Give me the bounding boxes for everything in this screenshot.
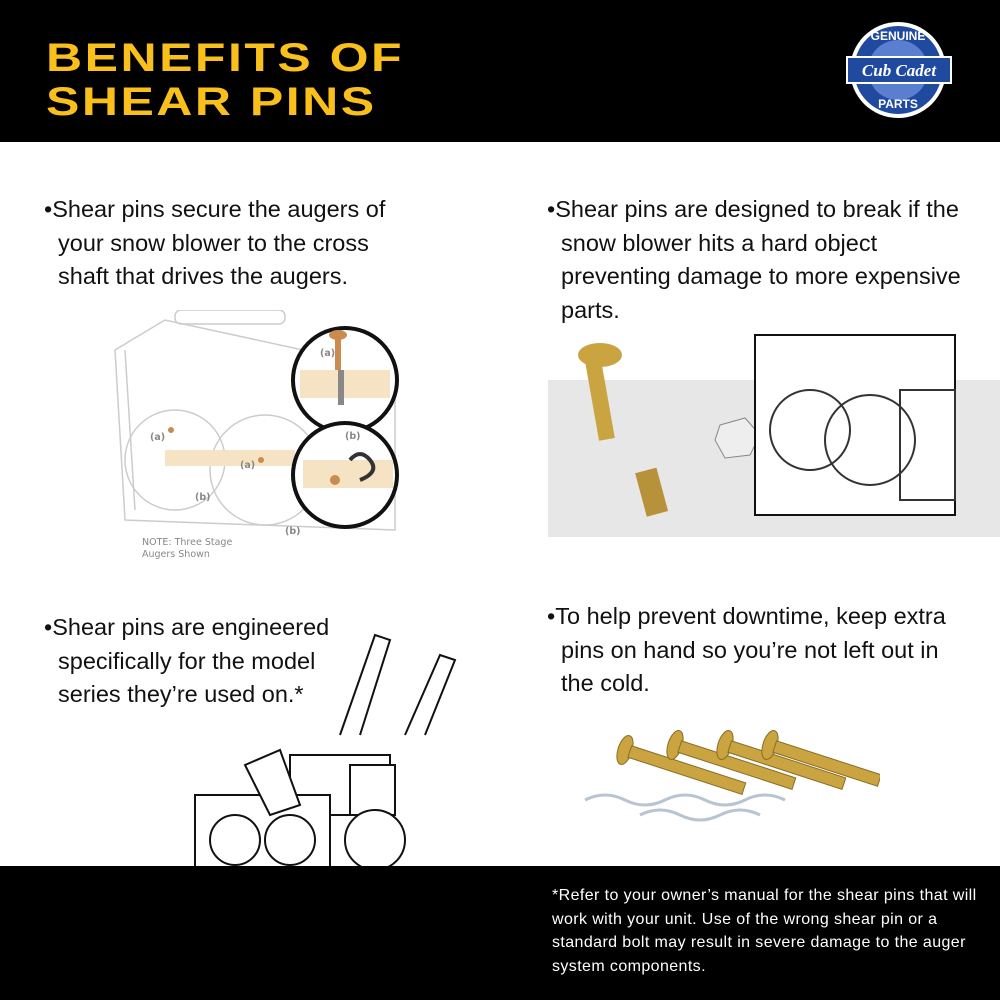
snow-blower-illustration	[194, 633, 457, 870]
shear-pins-set-illustration	[584, 730, 880, 822]
svg-text:GENUINE: GENUINE	[871, 29, 926, 43]
cub-cadet-genuine-parts-logo: GENUINE Cub Cadet PARTS	[846, 22, 952, 118]
diagram-note: NOTE: Three Stage Augers Shown	[142, 537, 233, 560]
bullet-designed-to-break: Shear pins are designed to break if the …	[547, 193, 967, 327]
label-a-left: (a)	[150, 432, 166, 443]
label-b-center: (b)	[285, 526, 301, 537]
svg-text:PARTS: PARTS	[878, 97, 918, 111]
page-title: BENEFITS OF SHEAR PINS	[46, 36, 405, 124]
label-a-center: (a)	[240, 460, 256, 471]
footer-disclaimer: *Refer to your owner’s manual for the sh…	[552, 887, 977, 975]
bullet-secure-augers: Shear pins secure the augers of your sno…	[44, 193, 424, 294]
bullet-engineered-for-model: Shear pins are engineered specifically f…	[44, 611, 354, 712]
label-b-left: (b)	[195, 492, 211, 503]
header-banner: BENEFITS OF SHEAR PINS GENUINE Cub Cadet…	[0, 0, 1000, 142]
bullet-keep-extra-pins: To help prevent downtime, keep extra pin…	[547, 600, 947, 701]
auger-shear-pin-diagram	[114, 310, 399, 531]
footer-banner	[0, 866, 1000, 1000]
svg-text:Cub Cadet: Cub Cadet	[862, 61, 937, 80]
label-b-zoom: (b)	[345, 431, 361, 442]
label-a-zoom: (a)	[320, 348, 336, 359]
broken-shear-pin-illustration	[578, 334, 956, 517]
